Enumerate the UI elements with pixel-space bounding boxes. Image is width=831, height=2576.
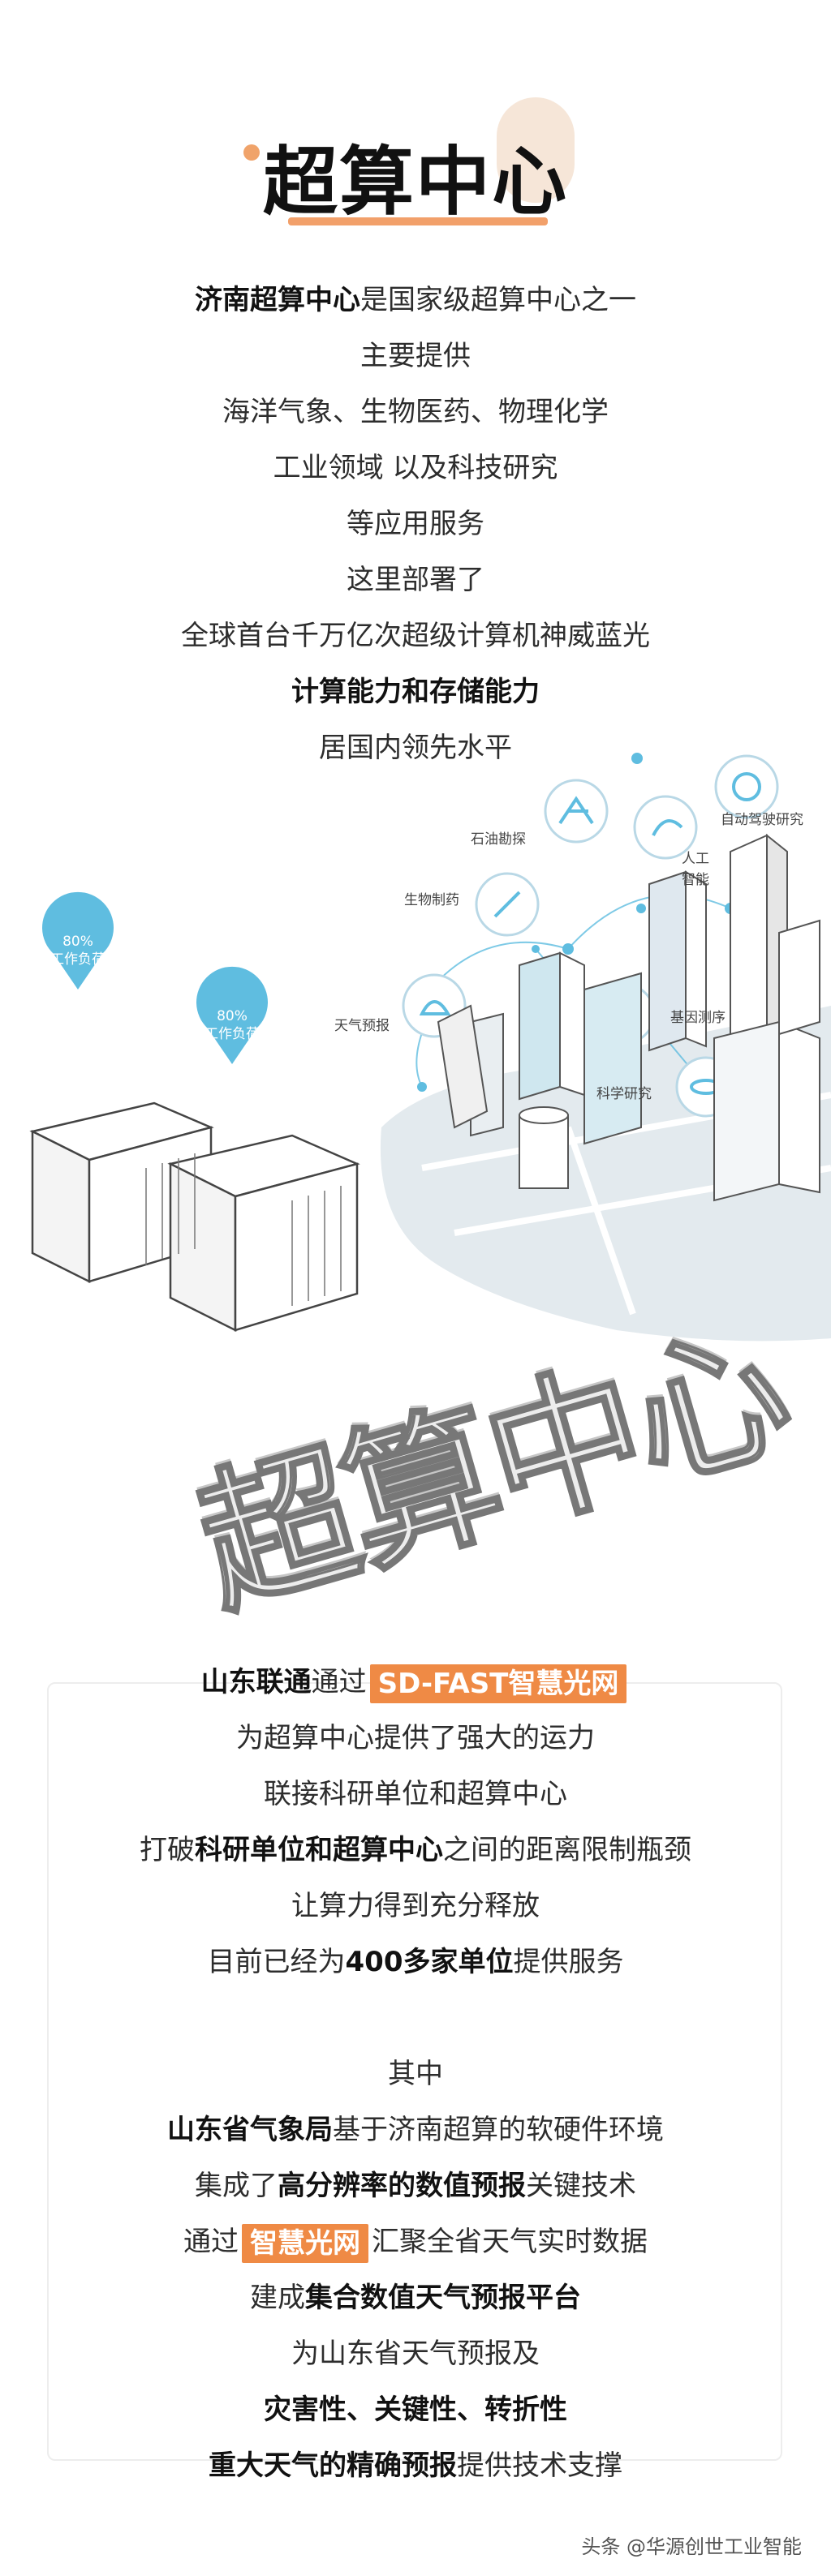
card-line-14: 重大天气的精确预报提供技术支撑 <box>209 2449 622 2482</box>
watermark: 头条 @华源创世工业智能 <box>581 2535 802 2558</box>
header: 超算中心 <box>0 0 831 251</box>
card-line-6: 目前已经为400多家单位提供服务 <box>207 1946 624 1978</box>
intro-text: 济南超算中心是国家级超算中心之一 主要提供 海洋气象、生物医药、物理化学 工业领… <box>0 273 831 776</box>
smart-optical-badge: 智慧光网 <box>242 2223 368 2263</box>
bubble-2: 80% 工作负荷 <box>197 1007 267 1043</box>
title-underline <box>288 217 548 225</box>
intro-line-1: 济南超算中心是国家级超算中心之一 <box>195 284 636 316</box>
label-ai-2: 智能 <box>682 872 709 888</box>
supercomputing-illustration: 超算中心 超算中心 石油勘探 生物制药 天气预报 人工 智能 自动驾驶研究 基因… <box>0 746 831 1638</box>
illustration-graphic: 超算中心 <box>29 753 831 1598</box>
intro-line-4: 工业领域 以及科技研究 <box>273 452 558 484</box>
intro-line-9: 居国内领先水平 <box>319 732 512 764</box>
sd-fast-badge: SD-FAST智慧光网 <box>369 1664 627 1703</box>
intro-line-8: 计算能力和存储能力 <box>291 676 540 708</box>
title-decoration <box>497 97 575 203</box>
card-line-11: 建成集合数值天气预报平台 <box>250 2282 581 2314</box>
label-ai-1: 人工 <box>682 851 709 867</box>
card-line-13: 灾害性、关键性、转折性 <box>264 2394 567 2426</box>
card-line-9: 集成了高分辨率的数值预报关键技术 <box>195 2170 636 2202</box>
card-line-4: 打破科研单位和超算中心之间的距离限制瓶颈 <box>140 1834 691 1866</box>
label-science: 科学研究 <box>596 1086 652 1102</box>
bubble-1-value: 80% <box>62 934 93 950</box>
intro-line-2: 主要提供 <box>360 340 471 372</box>
card-line-7: 其中 <box>388 2058 443 2090</box>
label-gene: 基因测序 <box>670 1010 726 1026</box>
card-line-8: 山东省气象局基于济南超算的软硬件环境 <box>167 2114 664 2146</box>
card-line-5: 让算力得到充分释放 <box>291 1890 540 1922</box>
bubble-2-value: 80% <box>217 1008 248 1024</box>
card-line-2: 为超算中心提供了强大的运力 <box>236 1722 595 1754</box>
label-oil: 石油勘探 <box>471 831 526 848</box>
bubble-1-label: 工作负荷 <box>50 951 105 968</box>
intro-line-5: 等应用服务 <box>347 508 484 540</box>
bubble-2-label: 工作负荷 <box>205 1026 260 1042</box>
card-line-12: 为山东省天气预报及 <box>291 2338 540 2370</box>
label-auto: 自动驾驶研究 <box>721 812 803 828</box>
label-weather: 天气预报 <box>334 1018 390 1034</box>
intro-line-6: 这里部署了 <box>347 564 484 596</box>
card-line-10: 通过智慧光网汇聚全省天气实时数据 <box>0 2214 831 2270</box>
label-bio: 生物制药 <box>404 892 459 908</box>
orange-dot-icon <box>243 144 260 161</box>
card-line-3: 联接科研单位和超算中心 <box>264 1778 567 1810</box>
page-title: 超算中心 <box>262 139 568 225</box>
bubble-1: 80% 工作负荷 <box>43 933 113 968</box>
intro-line-7: 全球首台千万亿次超级计算机神威蓝光 <box>181 620 650 652</box>
intro-line-3: 海洋气象、生物医药、物理化学 <box>222 396 609 428</box>
